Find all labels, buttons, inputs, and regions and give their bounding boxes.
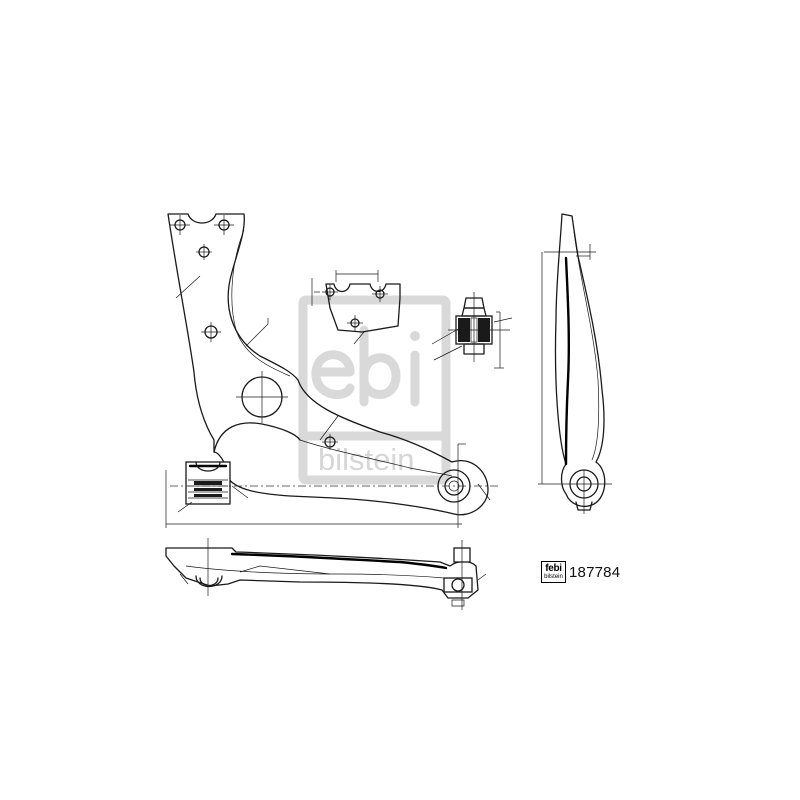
bracket-detail-view — [311, 270, 401, 345]
control-arm-side-view — [538, 213, 612, 514]
control-arm-front-view — [165, 538, 487, 610]
brand-badge-logo: febi — [545, 563, 562, 574]
brand-badge: febi bilstein — [541, 561, 566, 583]
watermark-subtext: bilstein — [318, 442, 415, 477]
part-number: 187784 — [569, 563, 621, 581]
brand-badge-subtext: bilstein — [544, 574, 563, 580]
part-label: febi bilstein 187784 — [541, 561, 620, 583]
watermark-logo: bilstein — [298, 295, 451, 485]
bushing-section-view — [431, 292, 513, 369]
control-arm-top-view — [165, 213, 500, 528]
